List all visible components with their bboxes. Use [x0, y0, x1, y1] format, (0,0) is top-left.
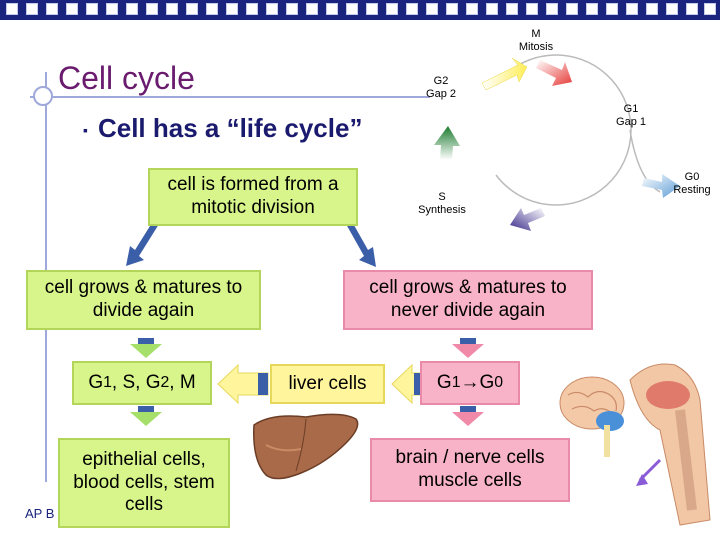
m-entry-arrow-icon — [481, 57, 528, 91]
banner-square — [246, 3, 258, 15]
top-banner — [0, 0, 720, 20]
banner-square — [466, 3, 478, 15]
liver-illustration — [253, 413, 359, 480]
banner-square — [166, 3, 178, 15]
down-arrow-icon — [452, 406, 484, 426]
label-resting: Resting — [673, 184, 710, 196]
arrow-tail — [414, 373, 422, 395]
banner-square — [426, 3, 438, 15]
liver-cells-box: liver cells — [270, 364, 385, 404]
banner-square — [146, 3, 158, 15]
label-synthesis: Synthesis — [418, 204, 466, 216]
left-box: cell grows & matures to divide again — [26, 270, 261, 330]
banner-square — [226, 3, 238, 15]
banner-square — [46, 3, 58, 15]
bullet-square-icon: ▪ — [83, 122, 88, 139]
g1-subscript: 1 — [451, 373, 461, 391]
cycle-mid-text: , S, G — [111, 371, 161, 393]
banner-square — [546, 3, 558, 15]
down-arrow-icon — [452, 338, 484, 358]
top-box: cell is formed from a mitotic division — [148, 168, 358, 226]
label-m: M — [531, 28, 540, 40]
cycle-circle-line — [495, 54, 632, 206]
arrow-glyph: → — [460, 371, 480, 393]
label-g2: G2 — [434, 75, 449, 87]
bullet-text: Cell has a “life cycle” — [97, 113, 363, 143]
down-arrow-icon — [130, 338, 162, 358]
banner-square — [646, 3, 658, 15]
g1-text: G — [436, 371, 452, 393]
banner-square — [26, 3, 38, 15]
g0-branch-line — [629, 129, 661, 193]
banner-square — [586, 3, 598, 15]
cycle-subscript: 2 — [160, 373, 170, 391]
epithelial-box: epithelial cells, blood cells, stem cell… — [58, 438, 230, 528]
g0-subscript: 0 — [494, 373, 504, 391]
down-arrow-icon — [130, 406, 162, 426]
cell-cycle-diagram: M Mitosis G2 Gap 2 G1 Gap 1 G0 Resting S… — [418, 28, 711, 231]
banner-square — [446, 3, 458, 15]
label-s: S — [438, 191, 445, 203]
banner-square — [566, 3, 578, 15]
arm-muscle-illustration — [629, 363, 711, 526]
banner-square — [186, 3, 198, 15]
bullet-point: ▪ Cell has a “life cycle” — [83, 113, 362, 144]
banner-square — [506, 3, 518, 15]
banner-square — [206, 3, 218, 15]
brain-illustration — [559, 376, 625, 457]
label-gap2: Gap 2 — [426, 88, 456, 100]
banner-square — [86, 3, 98, 15]
banner-square — [486, 3, 498, 15]
cycle-g-text: G — [88, 371, 104, 393]
label-g1: G1 — [624, 103, 639, 115]
decorative-circle — [33, 86, 53, 106]
g2-arrow-icon — [434, 126, 460, 160]
banner-square — [6, 3, 18, 15]
banner-square — [386, 3, 398, 15]
right-box: cell grows & matures to never divide aga… — [343, 270, 593, 330]
banner-square — [666, 3, 678, 15]
decorative-horizontal-line — [30, 96, 430, 98]
banner-square — [266, 3, 278, 15]
banner-square — [126, 3, 138, 15]
banner-square — [704, 3, 716, 15]
cycle-subscript: 1 — [103, 373, 112, 391]
banner-square — [606, 3, 618, 15]
banner-square — [626, 3, 638, 15]
banner-square — [286, 3, 298, 15]
banner-square — [306, 3, 318, 15]
cycle-end-text: , M — [169, 371, 196, 393]
banner-square — [526, 3, 538, 15]
banner-square — [326, 3, 338, 15]
arrow-tail — [258, 373, 268, 395]
s-arrow-icon — [510, 208, 545, 231]
g0-text: G — [479, 371, 495, 393]
label-mitosis: Mitosis — [519, 41, 554, 53]
banner-square — [66, 3, 78, 15]
label-g0: G0 — [685, 171, 700, 183]
banner-square — [406, 3, 418, 15]
right-flow-arrow-icon — [346, 218, 376, 267]
slide-title: Cell cycle — [58, 60, 195, 96]
banner-square — [106, 3, 118, 15]
brain-box: brain / nerve cells muscle cells — [370, 438, 570, 502]
banner-square — [346, 3, 358, 15]
label-gap1: Gap 1 — [616, 116, 646, 128]
left-flow-arrow-icon — [126, 218, 159, 266]
footer-text: AP B — [25, 506, 55, 521]
banner-square — [366, 3, 378, 15]
mitosis-arrow-icon — [536, 60, 572, 86]
g0-arrow-icon — [642, 174, 680, 198]
banner-square — [686, 3, 698, 15]
